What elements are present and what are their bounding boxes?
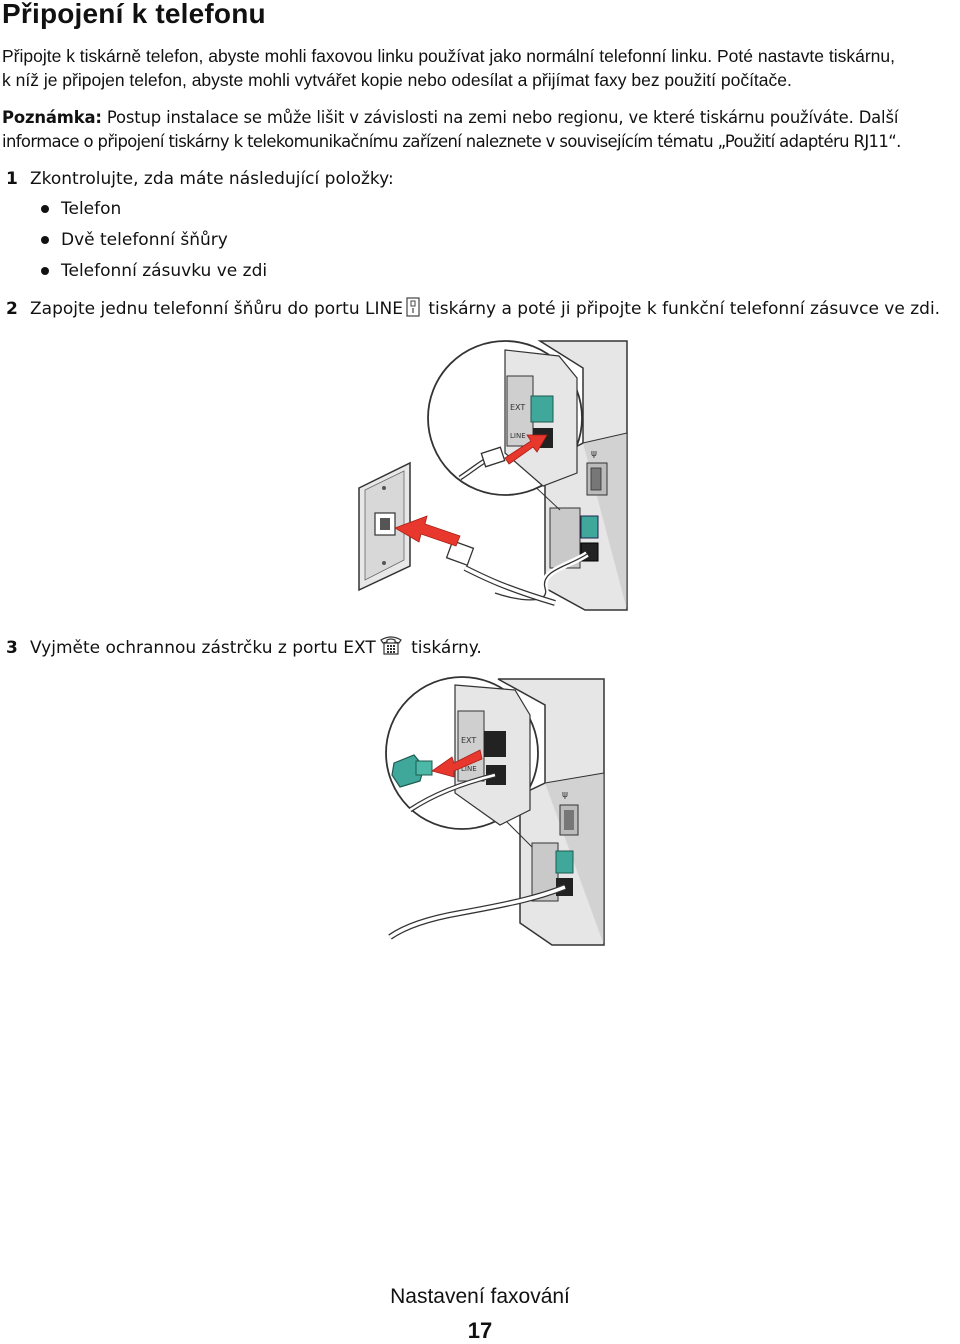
step-text-after: tiskárny. — [405, 638, 482, 658]
protective-plug — [391, 754, 433, 788]
wall-jack — [358, 461, 411, 592]
svg-text:ψ: ψ — [562, 790, 568, 800]
required-items-list: Telefon Dvě telefonní šňůry Telefonní zá… — [38, 198, 267, 291]
note-label: Poznámka: — [2, 108, 102, 127]
ext-phone-icon — [379, 634, 403, 662]
line-port-label: LINE — [461, 765, 477, 773]
note-line-2: informace o připojení tiskárny k telekom… — [2, 132, 901, 151]
list-item: Dvě telefonní šňůry — [38, 229, 267, 260]
line-port-label: LINE — [510, 432, 526, 440]
intro-paragraph: Připojte k tiskárně telefon, abyste mohl… — [2, 44, 960, 92]
step-1: 1 Zkontrolujte, zda máte následující polo… — [6, 168, 394, 190]
bullet-icon — [41, 205, 49, 213]
printer-side: ψ — [537, 340, 628, 611]
step-text-before: Vyjměte ochrannou zástrčku z portu EXT — [30, 638, 376, 658]
step-number: 3 — [6, 638, 18, 658]
ext-port-label: EXT — [510, 403, 525, 412]
line-connection-figure: ψ EXT LINE — [358, 340, 628, 611]
list-item: Telefonní zásuvku ve zdi — [38, 260, 267, 291]
bullet-icon — [41, 267, 49, 275]
printer-side: ψ — [497, 678, 605, 946]
step-number: 2 — [6, 299, 18, 319]
step-number: 1 — [6, 169, 18, 189]
list-item-text: Telefon — [61, 199, 122, 219]
note-text-1: Postup instalace se může lišit v závislo… — [101, 108, 899, 127]
step-2: 2 Zapojte jednu telefonní šňůru do portu … — [6, 297, 940, 323]
step-text: Zkontrolujte, zda máte následující polož… — [30, 169, 394, 189]
magnifier-detail: EXT LINE — [427, 340, 583, 511]
line-port-icon — [406, 297, 420, 323]
page-title: Připojení k telefonu — [2, 0, 266, 29]
note-paragraph: Poznámka: Postup instalace se může lišit… — [2, 106, 960, 154]
step-text-after: tiskárny a poté ji připojte k funkční te… — [422, 299, 941, 319]
intro-line-2: k níž je připojen telefon, abyste mohli … — [2, 70, 792, 90]
intro-line-1: Připojte k tiskárně telefon, abyste mohl… — [2, 46, 895, 66]
list-item-text: Dvě telefonní šňůry — [61, 230, 228, 250]
list-item: Telefon — [38, 198, 267, 229]
page-number: 17 — [467, 1318, 493, 1343]
ext-plug-removal-figure: ψ EXT LINE — [385, 676, 605, 946]
note-line-1: Poznámka: Postup instalace se může lišit… — [2, 106, 960, 130]
bullet-icon — [41, 236, 49, 244]
footer-section-title: Nastavení faxování — [390, 1285, 570, 1308]
step-text-before: Zapojte jednu telefonní šňůru do portu L… — [30, 299, 403, 319]
magnifier-detail: EXT LINE — [385, 676, 539, 848]
list-item-text: Telefonní zásuvku ve zdi — [61, 261, 268, 281]
ext-port-label: EXT — [461, 736, 476, 745]
svg-text:ψ: ψ — [591, 449, 597, 459]
